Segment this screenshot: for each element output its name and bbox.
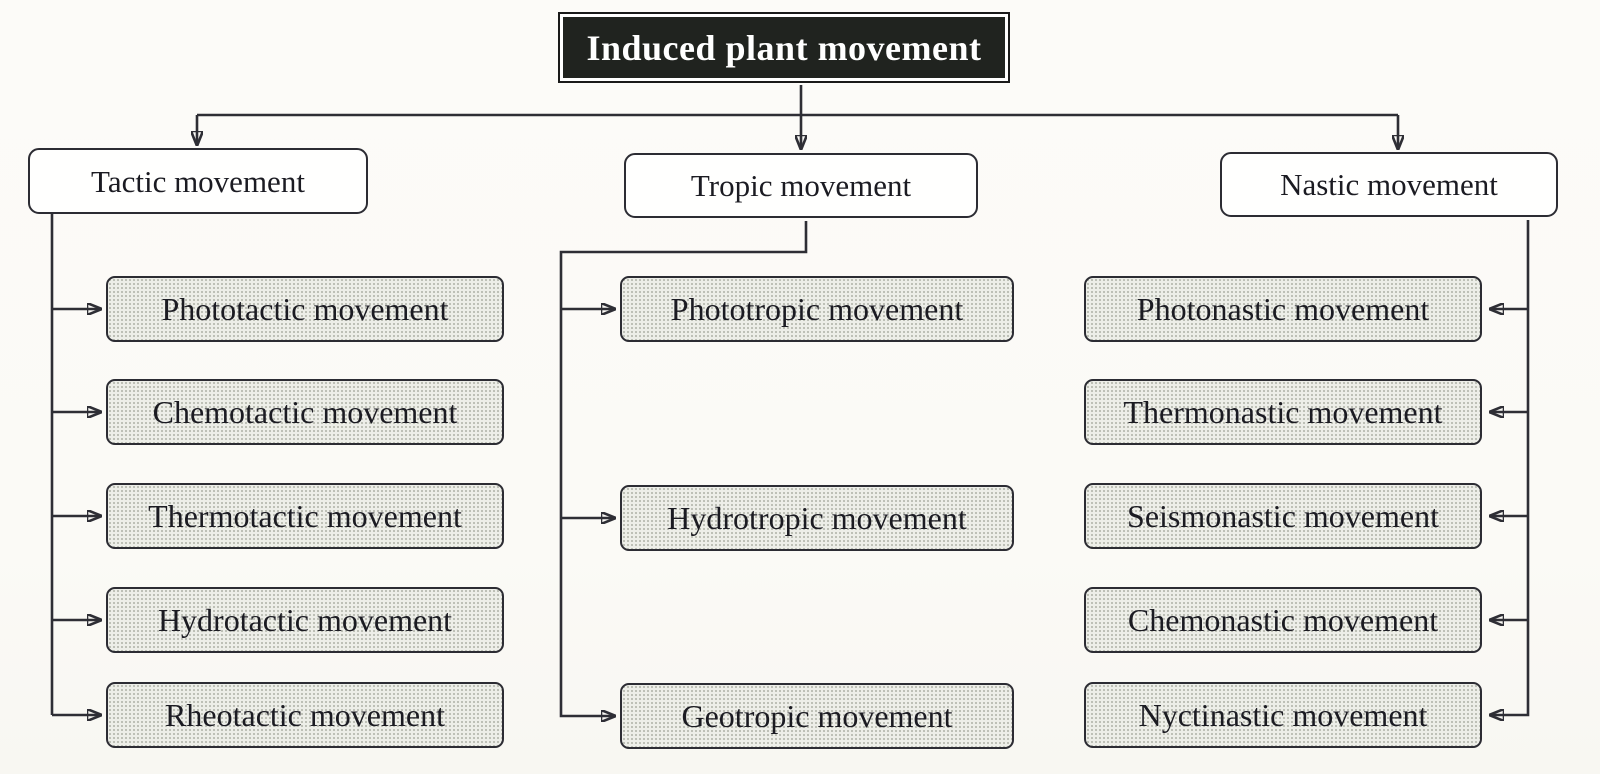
rheotactic-movement-label: Rheotactic movement xyxy=(165,697,445,733)
rheotactic-movement-box: Rheotactic movement xyxy=(106,682,504,748)
tactic-movement-box: Tactic movement xyxy=(28,148,368,214)
nyctinastic-movement-box: Nyctinastic movement xyxy=(1084,682,1482,748)
thermotactic-movement-box: Thermotactic movement xyxy=(106,483,504,549)
hydrotactic-movement-label: Hydrotactic movement xyxy=(157,602,453,638)
chemotactic-movement-label: Chemotactic movement xyxy=(152,394,458,430)
geotropic-movement-label: Geotropic movement xyxy=(681,698,953,734)
tropic-movement-box: Tropic movement xyxy=(624,153,978,218)
tactic-movement-label: Tactic movement xyxy=(91,163,305,199)
thermonastic-movement-label: Thermonastic movement xyxy=(1123,394,1443,430)
title-box: Induced plant movement xyxy=(558,12,1010,83)
phototropic-movement-label: Phototropic movement xyxy=(670,291,964,327)
hydrotropic-movement-label: Hydrotropic movement xyxy=(667,500,967,536)
chemonastic-movement-label: Chemonastic movement xyxy=(1127,602,1439,638)
hydrotactic-movement-box: Hydrotactic movement xyxy=(106,587,504,653)
geotropic-movement-box: Geotropic movement xyxy=(620,683,1014,749)
chemotactic-movement-box: Chemotactic movement xyxy=(106,379,504,445)
hydrotropic-movement-box: Hydrotropic movement xyxy=(620,485,1014,551)
nastic-movement-label: Nastic movement xyxy=(1280,167,1498,202)
thermotactic-movement-label: Thermotactic movement xyxy=(148,498,462,534)
tropic-movement-label: Tropic movement xyxy=(690,168,912,203)
phototropic-movement-box: Phototropic movement xyxy=(620,276,1014,342)
nastic-movement-box: Nastic movement xyxy=(1220,152,1558,217)
title-label: Induced plant movement xyxy=(563,17,1005,78)
photonastic-movement-label: Photonastic movement xyxy=(1136,291,1430,327)
nyctinastic-movement-label: Nyctinastic movement xyxy=(1138,697,1428,733)
connector-nastic-spine xyxy=(1490,220,1530,715)
phototactic-movement-label: Phototactic movement xyxy=(161,291,449,327)
seismonastic-movement-box: Seismonastic movement xyxy=(1084,483,1482,549)
thermonastic-movement-box: Thermonastic movement xyxy=(1084,379,1482,445)
connector-tropic-spine xyxy=(559,221,808,716)
phototactic-movement-box: Phototactic movement xyxy=(106,276,504,342)
seismonastic-movement-label: Seismonastic movement xyxy=(1127,498,1439,534)
chemonastic-movement-box: Chemonastic movement xyxy=(1084,587,1482,653)
photonastic-movement-box: Photonastic movement xyxy=(1084,276,1482,342)
